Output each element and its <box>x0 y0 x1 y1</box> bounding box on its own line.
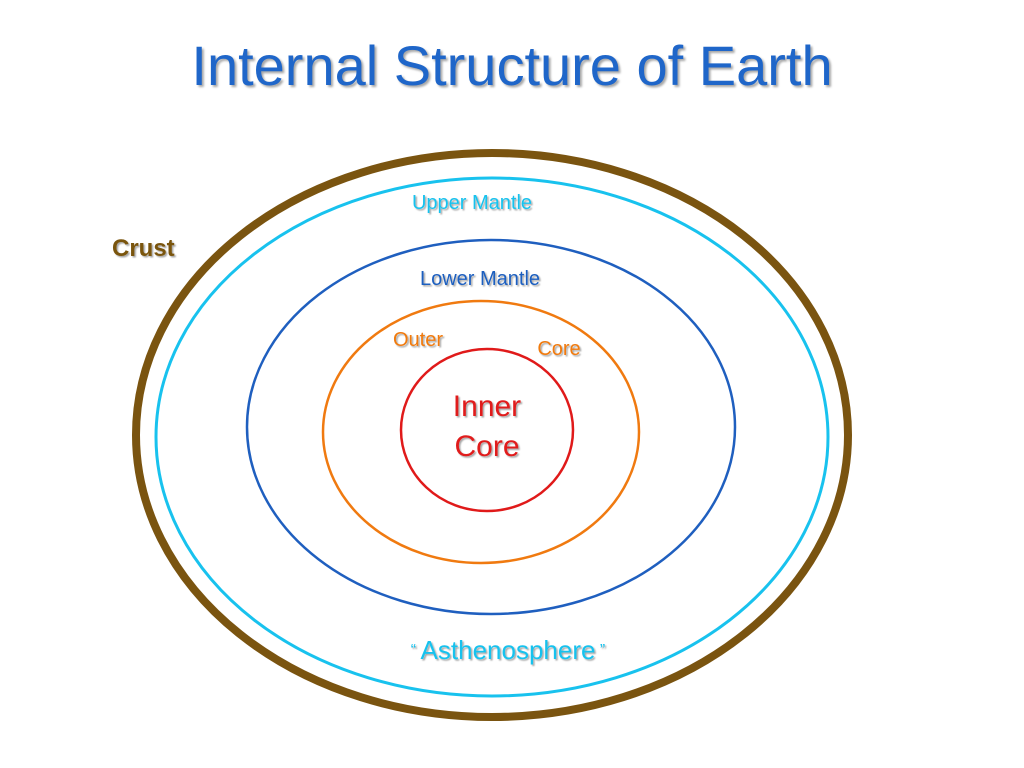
lower-mantle-label: Lower Mantle <box>420 268 540 290</box>
slide-title: Internal Structure of Earth <box>191 34 833 97</box>
asthenosphere-quote-close: ” <box>600 642 605 659</box>
crust-label: Crust <box>112 235 175 262</box>
outer-core-ring <box>321 299 641 565</box>
inner-core-ring <box>399 347 575 513</box>
lower-mantle-ring <box>245 238 737 616</box>
outer-core-label-core: Core <box>537 338 580 360</box>
asthenosphere-text: Asthenosphere <box>421 635 596 665</box>
asthenosphere-label: “ Asthenosphere ” <box>411 635 605 665</box>
upper-mantle-ring <box>154 176 830 698</box>
inner-core-label-inner: Inner <box>453 390 521 423</box>
inner-core-label-core: Core <box>454 430 519 463</box>
outer-core-label-outer: Outer <box>393 329 443 351</box>
crust-ring <box>132 149 852 721</box>
asthenosphere-quote-open: “ <box>411 642 416 659</box>
upper-mantle-label: Upper Mantle <box>412 192 532 214</box>
